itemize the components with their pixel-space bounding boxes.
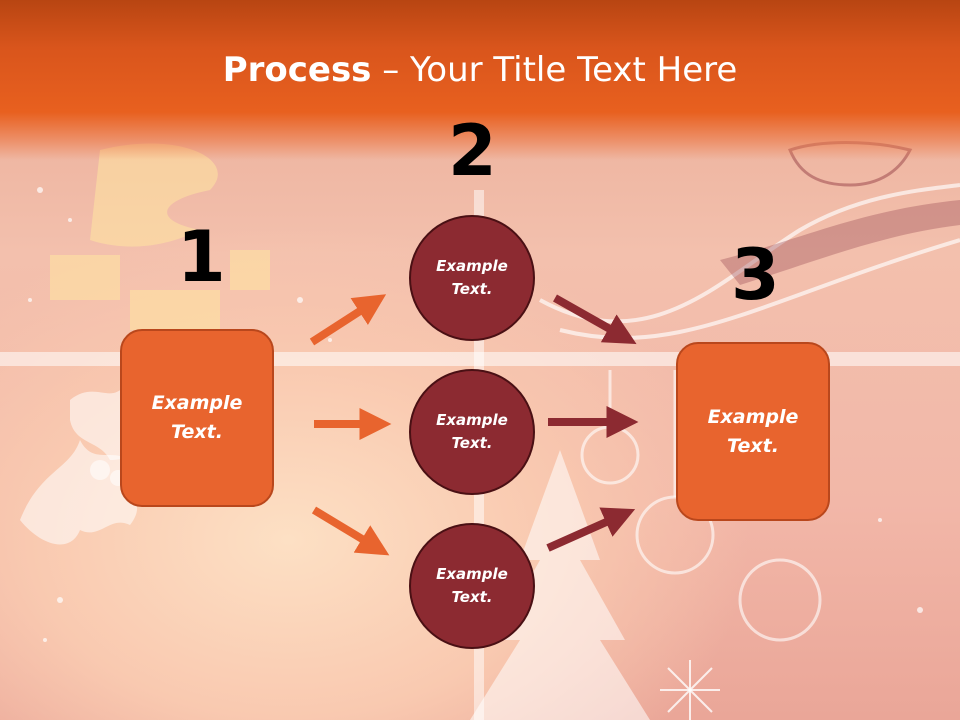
title-bold: Process [222,50,372,90]
arrow-top-to-step3 [553,294,637,345]
step-2-circle-top[interactable]: Example Text. [409,215,535,341]
slide-title: Process – Your Title Text Here [0,50,960,90]
gift-boxes-icon [50,143,270,330]
arrow-step1-to-bottom [311,506,390,556]
arrow-bottom-to-step3 [546,507,636,552]
step-2-number: 2 [448,110,497,192]
snowflake-icon [660,660,720,720]
step-2-text-middle: Example Text. [436,411,508,452]
swirl-dark-icon [720,200,960,285]
step-2-circle-middle[interactable]: Example Text. [409,369,535,495]
step-3-box[interactable]: Example Text. [676,342,830,521]
step-1-number: 1 [177,216,226,298]
arrow-step1-to-top [309,294,387,346]
step-1-text: Example Text. [151,392,243,443]
step-2-circle-bottom[interactable]: Example Text. [409,523,535,649]
step-3-text: Example Text. [707,405,799,457]
title-rest: – Your Title Text Here [371,50,738,90]
step-1-box[interactable]: Example Text. [120,329,274,507]
step-3-number: 3 [731,234,780,316]
ornaments-icon [580,370,822,642]
stars-icon [28,187,923,642]
christmas-tree-icon [470,450,650,720]
title-band [0,0,960,160]
step-2-text-bottom: Example Text. [436,565,508,606]
step-2-text-top: Example Text. [436,257,508,298]
